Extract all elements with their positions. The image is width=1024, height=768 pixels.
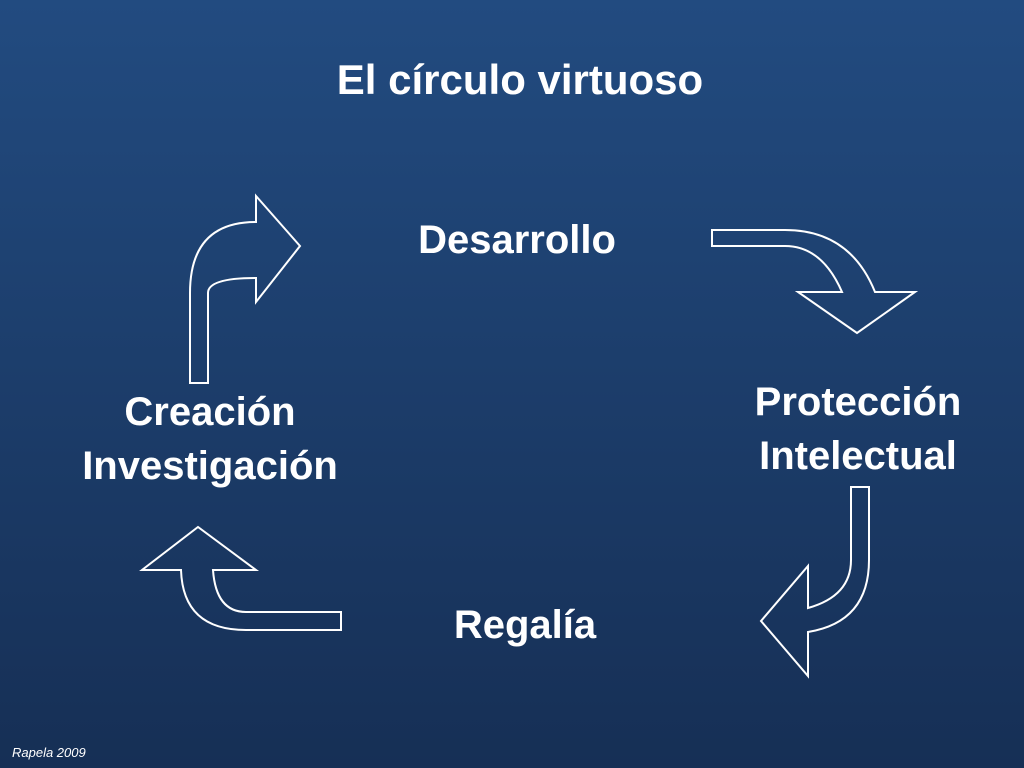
slide-title: El círculo virtuoso: [336, 56, 704, 103]
node-regalia: Regalía: [375, 598, 675, 652]
curved-arrow-top-right-icon: [189, 193, 302, 384]
node-creacion-line-2: Investigación: [82, 444, 338, 488]
node-regalia-label: Regalía: [453, 603, 597, 647]
credit-text: Rapela 2009: [12, 745, 86, 760]
node-proteccion-intelectual: Protección Intelectual: [708, 375, 1008, 483]
node-desarrollo: Desarrollo: [357, 213, 677, 267]
node-creacion-line-1: Creación: [124, 390, 296, 434]
node-desarrollo-label: Desarrollo: [418, 218, 616, 262]
curved-arrow-bottom-left-icon: [759, 486, 870, 679]
node-proteccion-line-1: Protección: [754, 380, 962, 424]
curved-arrow-left-up-icon: [139, 525, 342, 631]
node-proteccion-line-2: Intelectual: [759, 434, 957, 478]
node-creacion-investigacion: Creación Investigación: [40, 385, 380, 493]
curved-arrow-right-down-icon: [711, 229, 919, 335]
